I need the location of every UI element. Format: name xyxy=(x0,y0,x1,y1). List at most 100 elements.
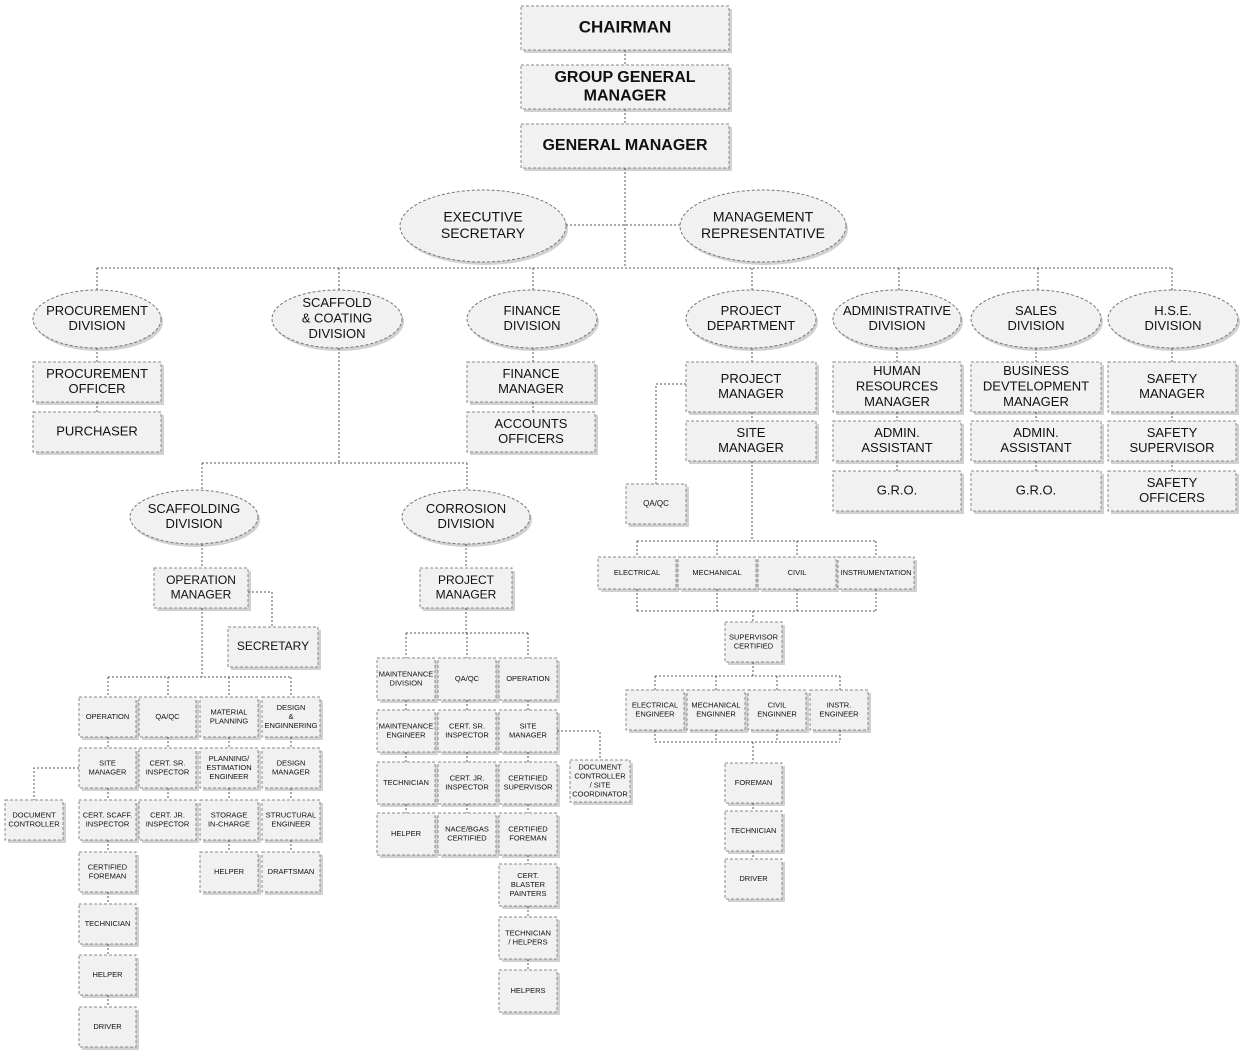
node-label: STRUCTURAL xyxy=(266,811,316,820)
node-box xyxy=(138,747,197,789)
node-label: DRIVER xyxy=(93,1022,122,1031)
node-label: ENGINEER xyxy=(209,772,249,781)
node-label: STORAGE xyxy=(211,811,248,820)
node-box xyxy=(498,812,558,856)
node-label: DIVISION xyxy=(1144,318,1201,333)
node-label: SUPERVISOR xyxy=(729,633,779,642)
node-label: ENGINEER xyxy=(635,709,675,718)
node-label: MANAGER xyxy=(436,587,497,601)
node-label: CONTROLLER xyxy=(8,819,60,828)
node-label: DRIVER xyxy=(739,874,768,883)
node-label: & COATING xyxy=(302,310,373,325)
corrosion-helpers-box: HELPERS xyxy=(498,969,560,1015)
scaffolding-technician-box: TECHNICIAN xyxy=(78,903,139,947)
corrosion-qa-qc-box: QA/QC xyxy=(437,657,499,703)
node-label: CHAIRMAN xyxy=(579,17,672,36)
node-label: REPRESENTATIVE xyxy=(701,225,825,241)
node-label: SCAFFOLDING xyxy=(148,501,240,516)
node-ellipse xyxy=(685,289,817,349)
node-box xyxy=(569,759,631,803)
node-label: HELPERS xyxy=(510,986,545,995)
node-label: PURCHASER xyxy=(56,423,138,438)
node-label: OPERATION xyxy=(86,712,130,721)
project-foreman-box: FOREMAN xyxy=(724,762,785,806)
scaffolding-qa-qc-box: QA/QC xyxy=(138,696,199,740)
node-label: FINANCE xyxy=(503,303,560,318)
node-label: QA/QC xyxy=(155,712,180,721)
node-label: DOCUMENT xyxy=(578,763,622,772)
node-label: PROCUREMENT xyxy=(46,303,148,318)
node-label: DEVTELOPMENT xyxy=(983,378,1089,393)
node-label: CERTIFIED xyxy=(508,774,548,783)
node-label: SUPERVISOR xyxy=(1129,440,1214,455)
node-box xyxy=(138,799,197,841)
project-technician-box: TECHNICIAN xyxy=(724,810,785,854)
node-label: ENGINEER xyxy=(819,709,859,718)
node-label: ELECTRICAL xyxy=(614,568,660,577)
node-label: INSPECTOR xyxy=(445,782,489,791)
node-label: ENGINEER xyxy=(386,730,426,739)
node-label: PLANNING/ xyxy=(209,754,250,763)
node-box xyxy=(498,657,558,701)
node-label: CERTIFIED xyxy=(508,825,548,834)
node-label: CONTROLLER xyxy=(574,772,626,781)
node-label: CERT. JR. xyxy=(150,811,185,820)
node-label: SECRETARY xyxy=(441,225,526,241)
node-label: MANAGER xyxy=(89,767,128,776)
node-ellipse xyxy=(1107,289,1239,349)
node-label: MANAGER xyxy=(272,767,311,776)
node-box xyxy=(757,556,837,590)
node-label: DIVISION xyxy=(390,678,423,687)
node-box xyxy=(1107,420,1237,462)
node-label: QA/QC xyxy=(643,499,669,508)
node-label: GENERAL MANAGER xyxy=(542,137,707,154)
node-box xyxy=(153,567,249,609)
node-label: MANAGER xyxy=(584,88,667,105)
node-box xyxy=(4,799,64,841)
node-label: / SITE xyxy=(590,780,611,789)
node-box xyxy=(419,567,513,609)
node-label: INSPECTOR xyxy=(445,730,489,739)
node-label: MANAGER xyxy=(1139,386,1205,401)
node-label: OPERATION xyxy=(506,674,550,683)
node-label: GROUP GENERAL xyxy=(554,69,695,86)
node-label: FINANCE xyxy=(502,366,559,381)
node-box xyxy=(498,863,558,907)
sales-gro-box: G.R.O. xyxy=(970,470,1104,514)
node-box xyxy=(78,799,137,841)
node-label: DIVISION xyxy=(1007,318,1064,333)
scaffolding-helper-box: HELPER xyxy=(78,954,139,998)
node-box xyxy=(685,361,817,413)
node-label: HUMAN xyxy=(873,363,921,378)
corrosion-operation-box: OPERATION xyxy=(498,657,560,703)
node-label: ASSISTANT xyxy=(1000,440,1071,455)
node-box xyxy=(32,361,162,403)
project-driver-box: DRIVER xyxy=(724,858,785,902)
node-label: PROJECT xyxy=(438,573,495,587)
node-label: HELPER xyxy=(391,829,422,838)
node-box xyxy=(199,696,259,738)
node-label: MANAGER xyxy=(718,386,784,401)
node-box xyxy=(466,411,596,453)
node-box xyxy=(376,657,436,701)
node-box xyxy=(437,761,497,805)
node-label: CERT. SR. xyxy=(449,722,485,731)
node-label: INSTRUMENTATION xyxy=(841,568,912,577)
node-box xyxy=(686,689,746,731)
node-label: G.R.O. xyxy=(1016,482,1056,497)
scaffolding-secretary-box: SECRETARY xyxy=(227,626,321,670)
